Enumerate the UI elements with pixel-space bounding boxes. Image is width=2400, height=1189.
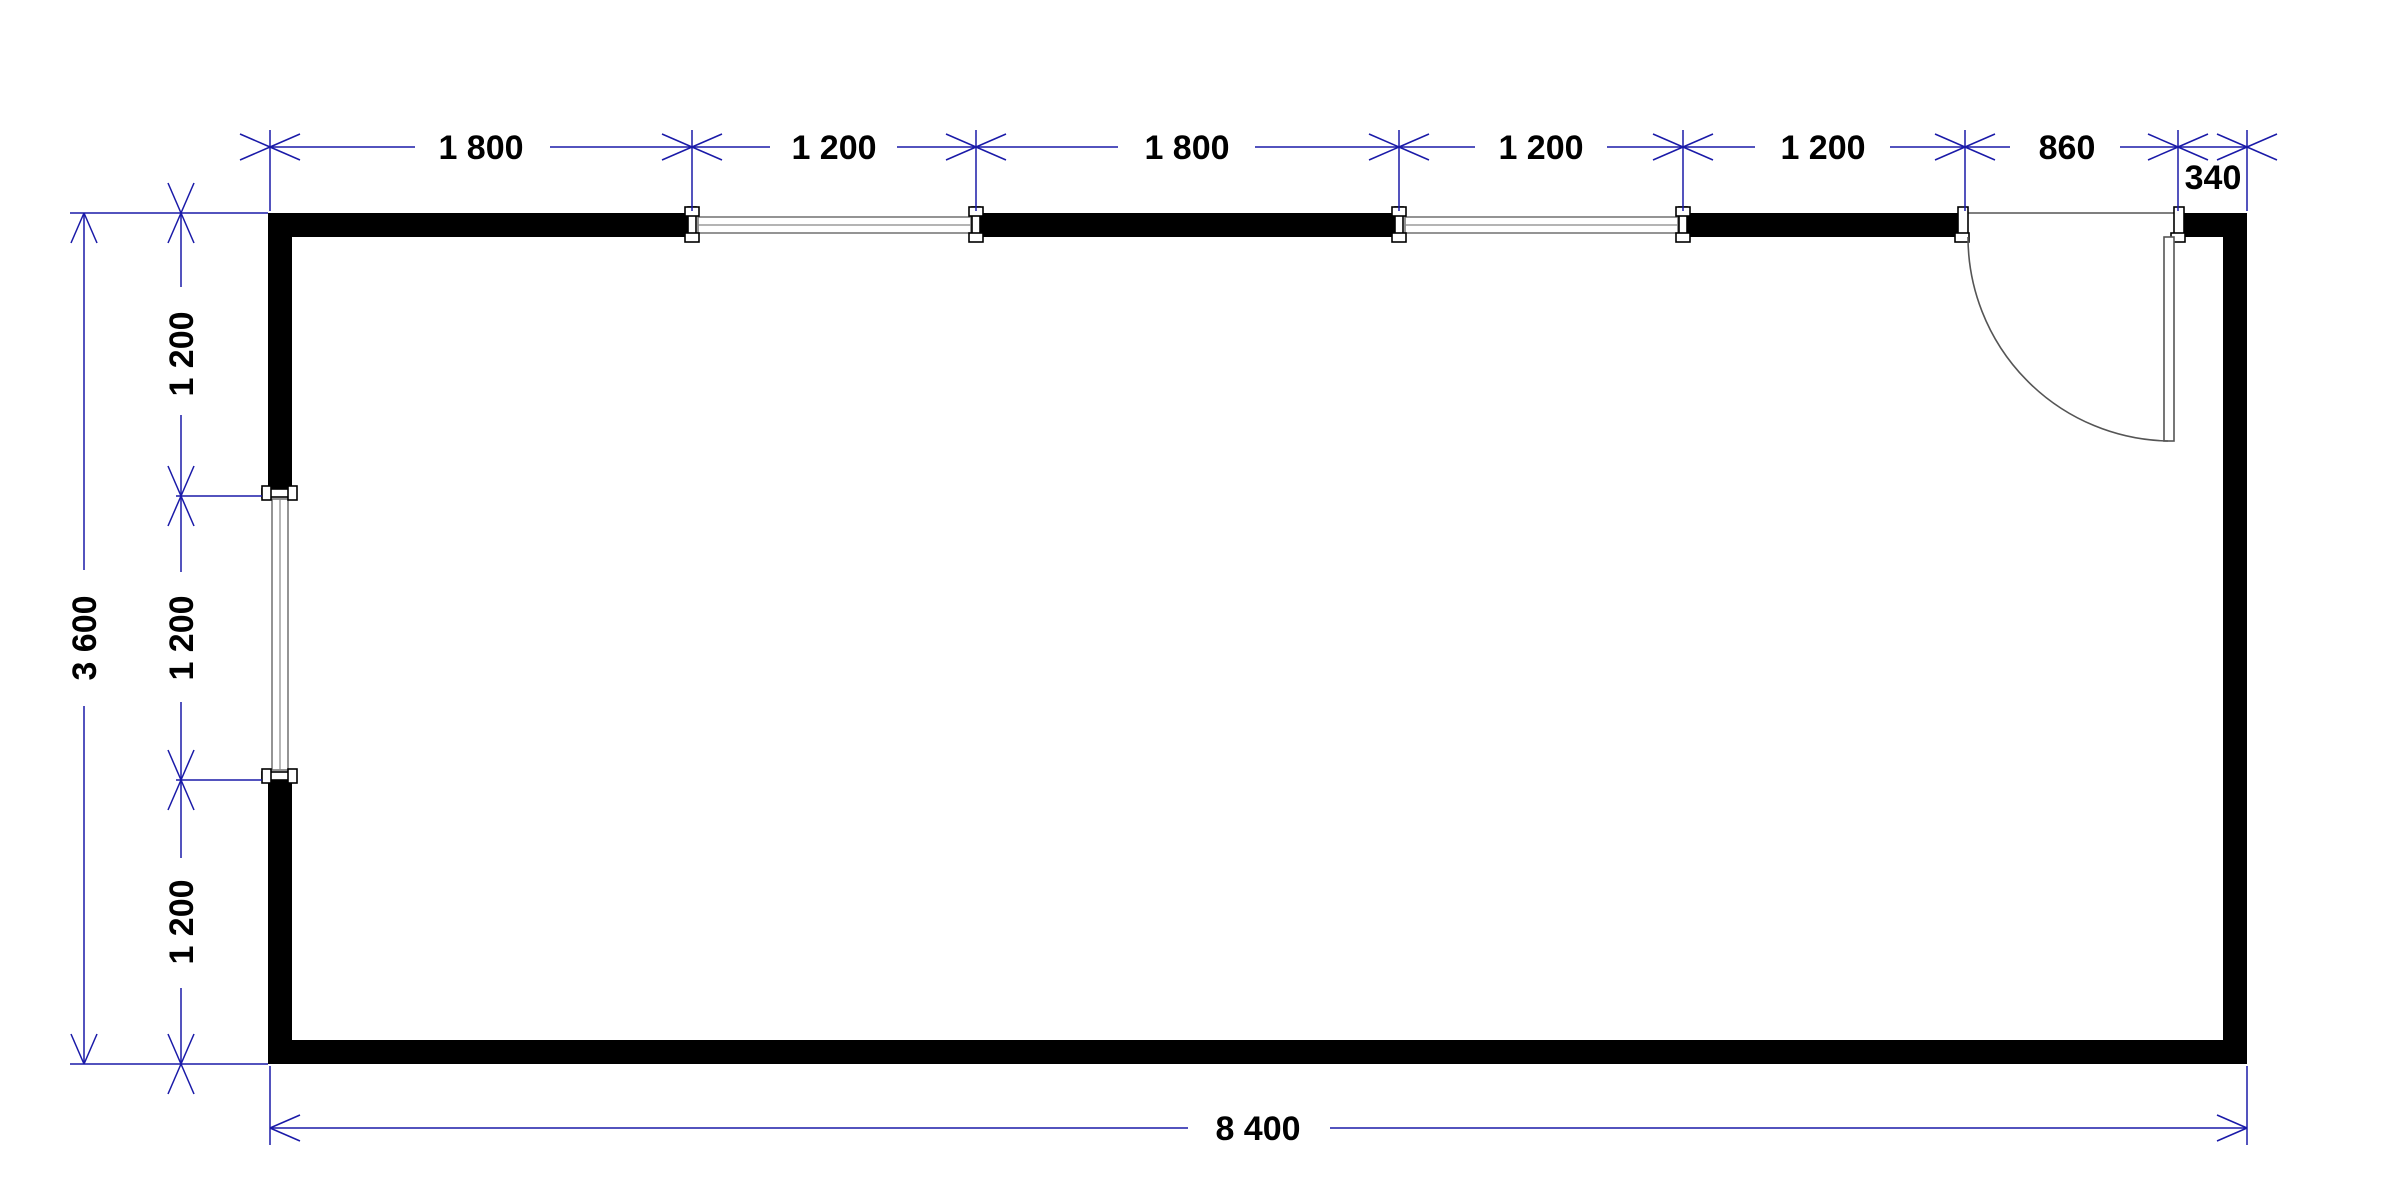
door-swing-symbol bbox=[1954, 206, 2186, 442]
dim-overall-width: 8 400 bbox=[1215, 1110, 1300, 1148]
dim-left-segment-2: 1 200 bbox=[163, 595, 201, 680]
window-symbol-top-2 bbox=[1391, 206, 1691, 243]
left-dimension-chain: 1 200 1 200 1 200 bbox=[152, 182, 268, 1095]
dim-top-segment-2: 1 200 bbox=[791, 129, 876, 167]
dim-top-segment-5: 1 200 bbox=[1780, 129, 1865, 167]
bottom-overall-dimension: 8 400 bbox=[269, 1066, 2248, 1148]
dim-top-segment-1: 1 800 bbox=[438, 129, 523, 167]
dim-overall-depth: 3 600 bbox=[66, 595, 104, 680]
dim-top-segment-6: 860 bbox=[2039, 129, 2096, 167]
dim-top-segment-3: 1 800 bbox=[1144, 129, 1229, 167]
dim-top-segment-4: 1 200 bbox=[1498, 129, 1583, 167]
window-symbol-left bbox=[261, 485, 298, 784]
top-dimension-chain: 1 800 1 200 1 800 1 200 1 200 860 340 bbox=[239, 129, 2278, 211]
left-overall-dimension: 3 600 bbox=[66, 212, 152, 1065]
room-interior bbox=[292, 237, 2223, 1040]
window-symbol-top-1 bbox=[684, 206, 984, 243]
walls bbox=[268, 213, 2247, 1064]
dim-top-segment-7: 340 bbox=[2185, 159, 2242, 197]
dim-left-segment-1: 1 200 bbox=[163, 311, 201, 396]
dim-left-segment-3: 1 200 bbox=[163, 879, 201, 964]
